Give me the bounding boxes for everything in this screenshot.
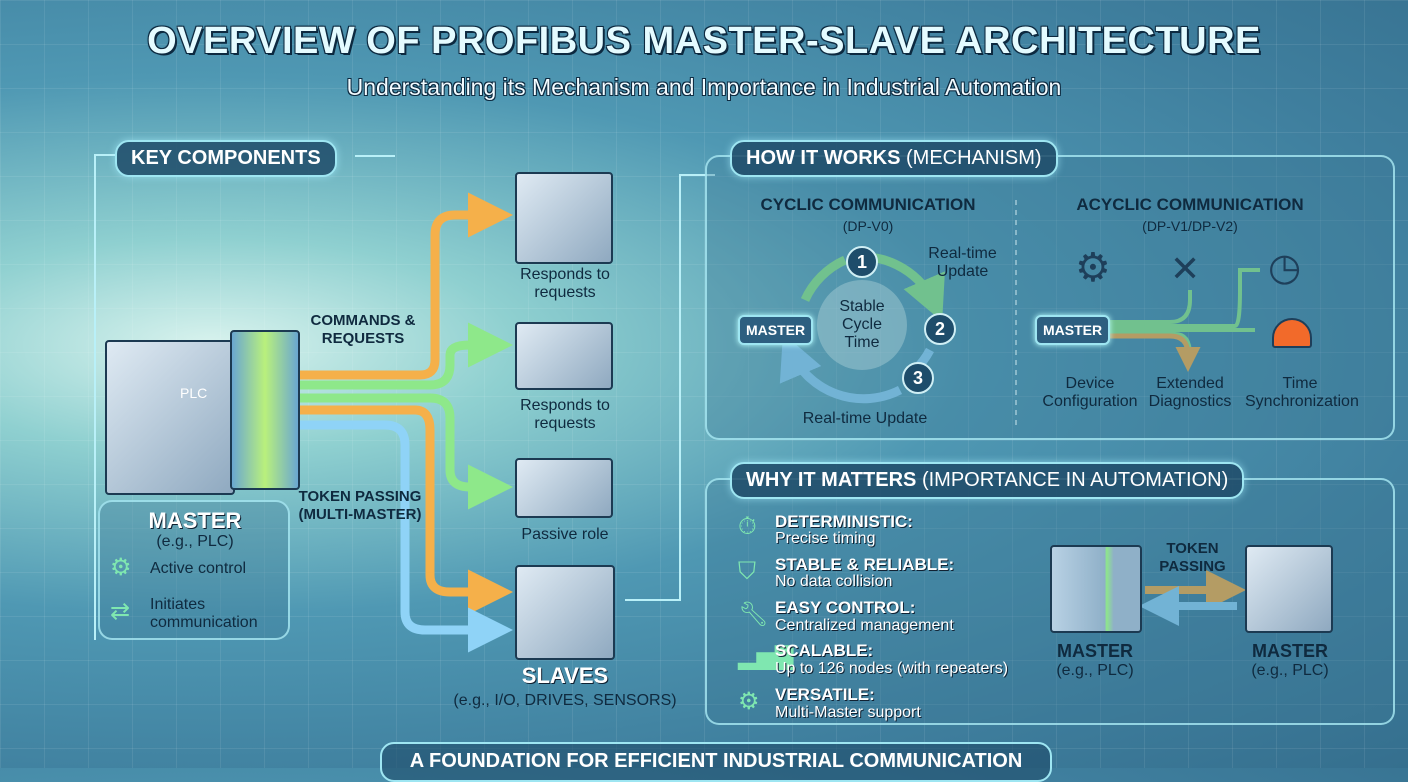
lightning-gear-icon: ⚙ (110, 554, 132, 581)
master-a-example: (e.g., PLC) (1056, 662, 1134, 679)
item-deterministic-desc: Precise timing (775, 530, 876, 547)
cyclic-title: CYCLIC COMMUNICATION (760, 195, 976, 214)
footer-banner: A FOUNDATION FOR EFFICIENT INDUSTRIAL CO… (380, 742, 1052, 782)
device-configuration-label: Device Configuration (1042, 375, 1138, 410)
wrench-icon: 🔧︎ (738, 601, 769, 628)
step-3: 3 (902, 362, 934, 394)
commands-requests-label: COMMANDS & REQUESTS (310, 312, 416, 347)
bar-chart-icon: ▂▅▇ (738, 643, 794, 670)
clock-icon: ◷ (1268, 247, 1302, 289)
slave-device-4 (515, 565, 615, 660)
alarm-light-icon (1272, 318, 1312, 348)
acyclic-title: ACYCLIC COMMUNICATION (1076, 195, 1304, 214)
slave-3-caption: Passive role (521, 526, 609, 543)
item-scalable-title: SCALABLE: (775, 641, 874, 660)
why-it-matters-heading: WHY IT MATTERS (IMPORTANCE IN AUTOMATION… (730, 462, 1245, 499)
master-feature-active-control: Active control (150, 560, 247, 577)
master-a-title: MASTER (1057, 641, 1133, 661)
slave-device-1 (515, 172, 613, 264)
page-subtitle: Understanding its Mechanism and Importan… (346, 74, 1062, 100)
realtime-update-top: Real-time Update (928, 245, 997, 280)
shield-check-icon: ⛉ (738, 558, 756, 585)
item-easy-title: EASY CONTROL: (775, 598, 916, 617)
token-passing-mini-label: TOKEN PASSING (1159, 540, 1226, 575)
slave-device-3 (515, 458, 613, 518)
page-title: OVERVIEW OF PROFIBUS MASTER-SLAVE ARCHIT… (147, 20, 1261, 62)
how-it-works-heading: HOW IT WORKS (MECHANISM) (730, 140, 1058, 177)
plc-master-device: PLC (105, 300, 300, 500)
cyclic-master-box: MASTER (738, 315, 814, 345)
gears-icon: ⚙ (1075, 246, 1111, 290)
item-stable-desc: No data collision (775, 573, 893, 590)
step-2: 2 (924, 313, 956, 345)
time-sync-label: Time Synchronization (1245, 375, 1359, 410)
wrench-screwdriver-icon: ✕ (1170, 248, 1201, 289)
realtime-update-bottom: Real-time Update (802, 410, 928, 427)
arrow-to-slave-2 (300, 322, 513, 390)
master-b-title: MASTER (1252, 641, 1328, 661)
cyclic-sub: (DP-V0) (842, 218, 894, 234)
stopwatch-icon: ⏱ (738, 513, 757, 540)
master-feature-initiates: Initiates communication (150, 596, 258, 631)
slave-device-2 (515, 322, 613, 390)
arrow-to-slave-4 (300, 405, 513, 615)
item-easy-desc: Centralized management (775, 617, 954, 634)
token-passing-label: TOKEN PASSING (MULTI-MASTER) (298, 488, 422, 523)
plc-label: PLC (180, 385, 208, 401)
how-it-works-panel (705, 155, 1395, 440)
item-stable-title: STABLE & RELIABLE: (775, 555, 955, 574)
exchange-arrows-icon: ⇄ (110, 598, 131, 625)
acyclic-sub: (DP-V1/DP-V2) (1142, 218, 1238, 234)
slaves-title: SLAVES (521, 663, 609, 688)
master-device-b (1245, 545, 1333, 633)
arrow-to-slave-3 (300, 393, 513, 510)
gear-icon: ⚙ (738, 688, 760, 715)
slave-1-caption: Responds to requests (520, 266, 610, 301)
master-device-a (1050, 545, 1142, 633)
arrow-to-slave-1 (300, 192, 513, 380)
item-deterministic-title: DETERMINISTIC: (775, 512, 913, 531)
master-title: MASTER (148, 508, 242, 533)
slaves-example: (e.g., I/O, DRIVES, SENSORS) (453, 692, 677, 709)
item-versatile-title: VERSATILE: (775, 685, 875, 704)
key-components-heading: KEY COMPONENTS (115, 140, 337, 177)
item-scalable-desc: Up to 126 nodes (with repeaters) (775, 660, 1009, 677)
acyclic-master-box: MASTER (1035, 315, 1111, 345)
item-versatile-desc: Multi-Master support (775, 704, 921, 721)
token-arrow (300, 420, 513, 653)
master-b-example: (e.g., PLC) (1251, 662, 1329, 679)
master-example: (e.g., PLC) (156, 533, 234, 550)
master-info-panel (98, 500, 290, 640)
slave-2-caption: Responds to requests (520, 397, 610, 432)
extended-diagnostics-label: Extended Diagnostics (1148, 375, 1232, 410)
stable-cycle-time: Stable Cycle Time (839, 298, 885, 351)
step-1: 1 (846, 246, 878, 278)
